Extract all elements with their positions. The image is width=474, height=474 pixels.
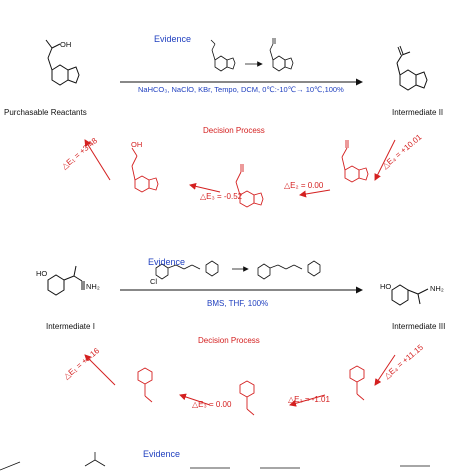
evidence-label-1: Evidence (154, 34, 192, 44)
decision-arc-1 (84, 139, 396, 198)
delta-e2-section2: △E₂ = -1.01 (288, 395, 330, 404)
atom-label-nh2-right: NH₂ (430, 284, 444, 293)
intermediate-iii-structure (391, 284, 429, 306)
atom-label-cl: Cl (150, 277, 158, 286)
reaction-conditions-1: NaHCO₃, NaClO, KBr, Tempo, DCM, 0℃:-10℃→… (138, 85, 344, 94)
decision-arc-2 (84, 354, 396, 407)
atom-label-oh-red: OH (131, 140, 143, 149)
section-3-partial (0, 452, 430, 471)
atom-label-ho-right: HO (380, 282, 392, 291)
intermediate-i-label: Intermediate I (46, 322, 95, 331)
evidence-label-3: Evidence (143, 449, 181, 459)
evidence-label-2: Evidence (148, 257, 186, 267)
decision-structures-1 (131, 140, 369, 208)
atom-label-oh: OH (60, 40, 72, 49)
reactant-structure-1 (45, 39, 80, 86)
evidence-structures-2 (155, 260, 321, 280)
decision-process-label-1: Decision Process (203, 126, 265, 135)
delta-e3-section1: △E₃ = -0.52 (200, 192, 243, 201)
atom-label-ho: HO (36, 269, 48, 278)
reaction-conditions-2: BMS, THF, 100% (207, 299, 269, 308)
atom-label-nh2: NH₂ (86, 282, 100, 291)
decision-process-label-2: Decision Process (198, 336, 260, 345)
delta-e3-section2: △E₃ = 0.00 (192, 400, 232, 409)
intermediate-i-structure (47, 265, 85, 296)
intermediate-ii-structure (396, 45, 428, 91)
intermediate-ii-label: Intermediate II (392, 108, 444, 117)
purchasable-reactants-label: Purchasable Reactants (4, 108, 87, 117)
delta-e2-section1: △E₂ = 0.00 (284, 181, 324, 190)
intermediate-iii-label: Intermediate III (392, 322, 446, 331)
decision-structures-2 (137, 365, 365, 416)
evidence-structures-1 (210, 38, 294, 72)
